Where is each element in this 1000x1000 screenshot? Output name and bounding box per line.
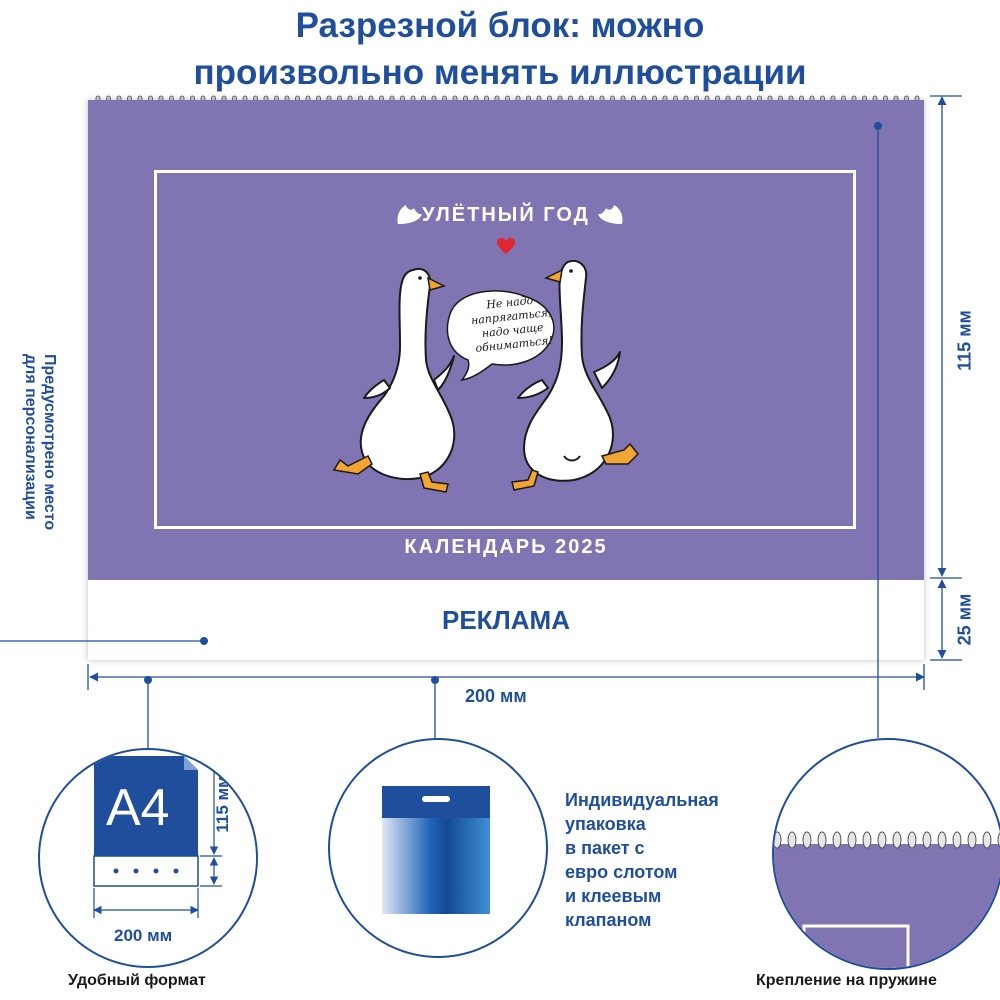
packaging-line: в пакет с (565, 838, 645, 858)
right-wing-icon (598, 205, 623, 224)
format-width-label: 200 мм (114, 926, 173, 945)
spring-coil (817, 831, 827, 849)
calendar-cover: УЛЁТНЫЙ ГОД (88, 100, 924, 580)
package-icon (382, 786, 490, 914)
format-caption: Удобный формат (68, 972, 206, 989)
format-diagram (93, 755, 222, 918)
spring-coil (832, 831, 842, 849)
heart-icon (497, 237, 515, 254)
spring-coil (967, 831, 977, 849)
height-top-dimension: 115 мм (954, 310, 975, 371)
spring-coil (862, 831, 872, 849)
cover-title: УЛЁТНЫЙ ГОД (422, 204, 590, 226)
title-line-2: произвольно менять иллюстрации (193, 53, 807, 92)
packaging-circle (328, 738, 548, 958)
spring-caption: Крепление на пружине (756, 972, 937, 989)
spring-coil (787, 831, 797, 849)
packaging-description: Индивидуальная упаковка в пакет с евро с… (565, 788, 719, 932)
format-circle: A4 115 мм 200 мм (38, 748, 258, 968)
spring-coil (892, 831, 902, 849)
note-line: для персонализации (22, 354, 39, 520)
advertising-label: РЕКЛАМА (441, 604, 570, 635)
packaging-line: упаковка (565, 814, 646, 834)
spring-coil (774, 831, 782, 849)
spring-coil (877, 831, 887, 849)
page-title: Разрезной блок: можно произвольно менять… (0, 2, 1000, 96)
width-dimension: 200 мм (465, 686, 527, 706)
spring-coil (847, 831, 857, 849)
spring-coil (907, 831, 917, 849)
calendar-year-label: КАЛЕНДАРЬ 2025 (404, 536, 608, 558)
spring-coil (952, 831, 962, 849)
spring-coil (922, 831, 932, 849)
spring-closeup (774, 831, 1000, 968)
packaging-line: Индивидуальная (565, 790, 719, 810)
advertising-strip: РЕКЛАМА (88, 580, 924, 660)
spring-coil (802, 831, 812, 849)
personalization-note: Предусмотрено место для персонализации (21, 354, 59, 674)
spring-coil (937, 831, 947, 849)
packaging-line: и клеевым (565, 886, 662, 906)
left-wing-icon (397, 205, 422, 224)
spring-circle (772, 738, 1000, 970)
paper-format-label: A4 (106, 779, 170, 837)
title-line-1: Разрезной блок: можно (295, 6, 705, 45)
note-line: Предусмотрено место (41, 354, 58, 531)
spring-coil (982, 831, 992, 849)
packaging-line: клапаном (565, 910, 652, 930)
packaging-line: евро слотом (565, 862, 678, 882)
format-height-label: 115 мм (213, 775, 232, 833)
geese-illustration (332, 260, 640, 493)
illustration-frame (154, 170, 856, 529)
height-bottom-dimension: 25 мм (954, 593, 975, 646)
calendar-mockup: УЛЁТНЫЙ ГОД (88, 100, 924, 660)
